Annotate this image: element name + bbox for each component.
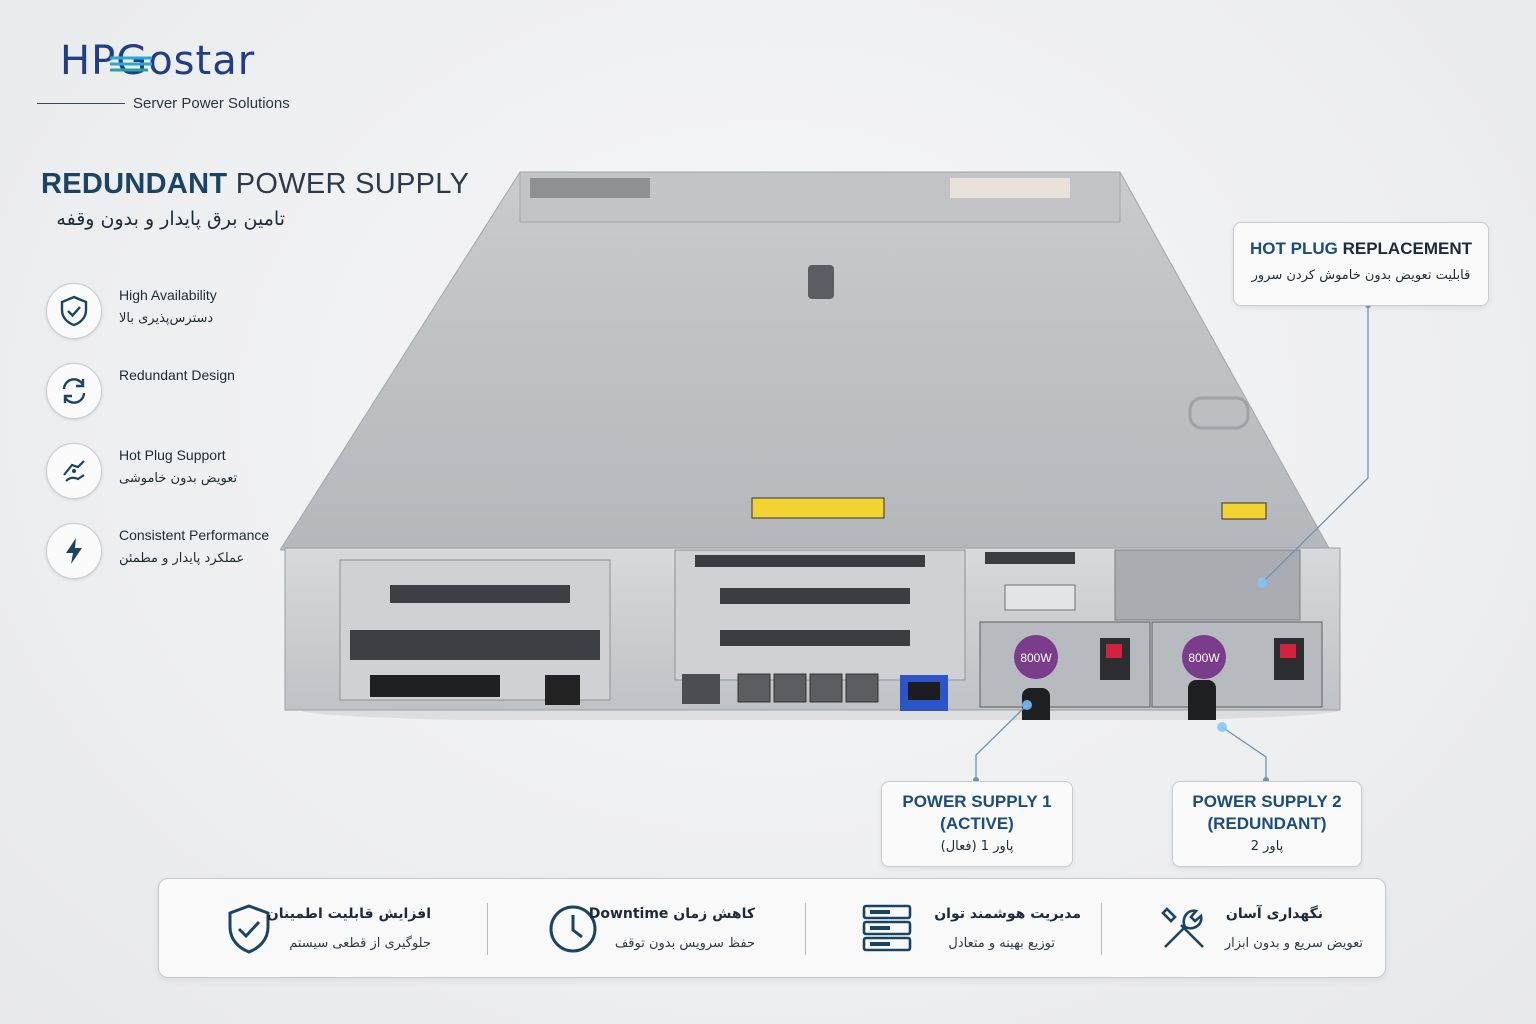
title-bold: REDUNDANT xyxy=(41,168,228,200)
feature-fa: تعویض بدون خاموشی xyxy=(119,471,238,486)
benefit-desc: توزیع بهینه و متعادل xyxy=(948,936,1055,951)
callout-psu1-line1: POWER SUPPLY 1 xyxy=(902,792,1052,811)
psu1-wattage: 800W xyxy=(1020,651,1052,665)
feature-fa: عملکرد پایدار و مطمئن xyxy=(119,551,245,566)
callout-psu1-fa: پاور 1 (فعال) xyxy=(940,839,1014,854)
benefit-divider xyxy=(805,903,806,955)
benefit-reliability: افزایش قابلیت اطمینان جلوگیری از قطعی سی… xyxy=(159,879,489,977)
server-stack-icon xyxy=(862,904,912,952)
benefits-bar: افزایش قابلیت اطمینان جلوگیری از قطعی سی… xyxy=(158,878,1386,978)
feature-en: High Availability xyxy=(119,287,217,303)
logo-text: HPGostar xyxy=(60,38,256,84)
benefit-title: افزایش قابلیت اطمینان xyxy=(266,906,431,922)
feature-hot-plug: Hot Plug Support تعویض بدون خاموشی xyxy=(46,443,306,501)
callout-psu1: POWER SUPPLY 1 (ACTIVE) پاور 1 (فعال) xyxy=(881,781,1073,867)
shield-check-icon xyxy=(46,283,102,339)
benefit-desc: تعویض سریع و بدون ابزار xyxy=(1224,936,1363,951)
benefit-power-management: مدیریت هوشمند توان توزیع بهینه و متعادل xyxy=(807,879,1101,977)
callout-hot-plug: HOT PLUG REPLACEMENT قابلیت تعویض بدون خ… xyxy=(1233,222,1489,306)
feature-fa: دسترس‌پذیری بالا xyxy=(119,311,214,326)
page-title: REDUNDANT POWER SUPPLY xyxy=(41,168,469,201)
logo-tagline: Server Power Solutions xyxy=(133,95,290,112)
server-illustration: 800W 800W xyxy=(280,171,1341,720)
callout-fa: قابلیت تعویض بدون خاموش کردن سرور xyxy=(1251,268,1471,283)
benefit-title: نگهداری آسان xyxy=(1225,906,1323,922)
benefit-desc: حفظ سرویس بدون توقف xyxy=(614,936,755,951)
brand-logo: HPGostar xyxy=(60,38,320,118)
feature-consistent-performance: Consistent Performance عملکرد پایدار و م… xyxy=(46,523,306,581)
benefit-easy-maintenance: نگهداری آسان تعویض سریع و بدون ابزار xyxy=(1103,879,1385,977)
callout-title: HOT PLUG REPLACEMENT xyxy=(1234,238,1488,260)
shield-check-icon xyxy=(228,904,270,954)
benefit-divider xyxy=(1101,903,1102,955)
page-subtitle: تامین برق پایدار و بدون وقفه xyxy=(56,208,285,230)
callout-psu2-line1: POWER SUPPLY 2 xyxy=(1192,792,1342,811)
callout-psu2-fa: پاور 2 xyxy=(1250,839,1284,854)
benefit-divider xyxy=(487,903,488,955)
callout-psu1-line2: (ACTIVE) xyxy=(940,814,1014,833)
benefit-title: کاهش زمان Downtime xyxy=(588,906,755,922)
feature-en: Consistent Performance xyxy=(119,527,270,543)
feature-en: Hot Plug Support xyxy=(119,447,226,463)
lightning-icon xyxy=(46,523,102,579)
callout-psu2: POWER SUPPLY 2 (REDUNDANT) پاور 2 xyxy=(1172,781,1362,867)
logo-divider xyxy=(37,103,125,104)
benefit-desc: جلوگیری از قطعی سیستم xyxy=(289,936,431,951)
benefit-title: مدیریت هوشمند توان xyxy=(934,906,1081,922)
title-rest: POWER SUPPLY xyxy=(227,168,470,200)
clock-icon xyxy=(549,905,597,953)
callout-title-rest: REPLACEMENT xyxy=(1337,239,1472,258)
refresh-icon xyxy=(46,363,102,419)
callout-psu2-line2: (REDUNDANT) xyxy=(1207,814,1327,833)
callout-title-bold: HOT PLUG xyxy=(1250,239,1338,258)
tools-icon xyxy=(1161,907,1204,948)
feature-en: Redundant Design xyxy=(119,367,235,383)
hand-plug-icon xyxy=(46,443,102,499)
logo-swoosh-icon xyxy=(110,56,152,72)
benefit-downtime: کاهش زمان Downtime حفظ سرویس بدون توقف xyxy=(489,879,807,977)
feature-redundant-design: Redundant Design xyxy=(46,363,306,421)
psu2-wattage: 800W xyxy=(1188,651,1220,665)
feature-high-availability: High Availability دسترس‌پذیری بالا xyxy=(46,283,306,341)
